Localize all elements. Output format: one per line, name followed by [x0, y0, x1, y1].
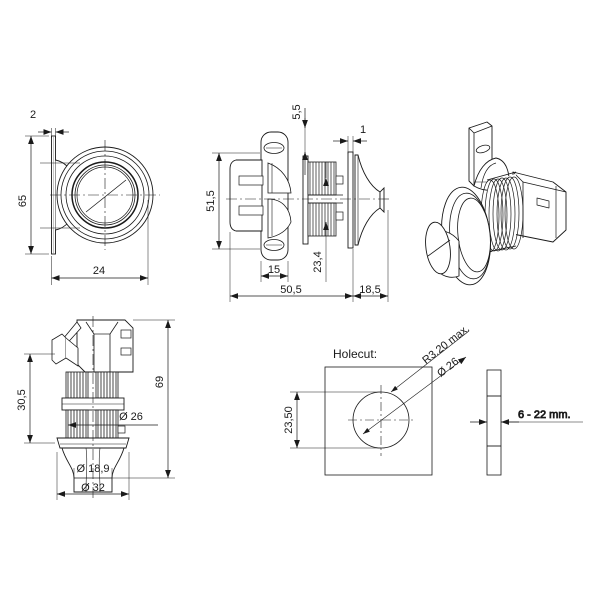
side-view-dimensions: 5,5 1 51,5 23,4 15	[205, 104, 389, 302]
holecut-title: Holecut:	[333, 347, 377, 361]
holecut-view	[324, 366, 433, 476]
dimension-total-length-text: 69	[154, 376, 166, 388]
bottom-view-thread-upper	[65, 371, 119, 399]
bottom-view-thread-lower	[65, 409, 126, 439]
side-view-knob	[354, 154, 385, 246]
dimension-thread-diameter: Ø 26	[68, 411, 158, 428]
bottom-view-flange-ring	[56, 437, 130, 449]
dimension-flange-diameter: 65	[17, 135, 49, 255]
dimension-cam-clearance: 30,5	[16, 353, 55, 444]
dimension-overall-depth: 24	[51, 200, 149, 285]
isometric-knob	[425, 221, 460, 278]
dimension-knob-outer-diameter: Ø 32	[56, 452, 130, 500]
dimension-cam-height: 51,5	[205, 152, 260, 250]
side-section-view	[226, 131, 392, 261]
front-view-extension-lines	[40, 162, 80, 229]
side-view-threaded-barrel	[302, 155, 344, 245]
isometric-view	[425, 121, 567, 286]
dimension-overall-depth-text: 24	[93, 265, 105, 277]
dimension-knob-inner-diameter: Ø 18,9	[73, 463, 113, 478]
dimension-knob-inner-diameter-text: Ø 18,9	[76, 463, 109, 475]
dimension-flange-diameter-text: 65	[17, 195, 29, 207]
bottom-view-cam-assembly	[51, 319, 134, 373]
side-view-washer-plate	[347, 151, 354, 249]
dimension-cam-plate-thickness-text: 1	[360, 124, 366, 136]
front-view-keyway	[85, 179, 127, 213]
side-view-housing	[229, 159, 264, 232]
dimension-thread-diameter-text: Ø 26	[119, 411, 143, 423]
dimension-knob-outer-diameter-text: Ø 32	[81, 482, 105, 494]
panel-thickness-outline	[486, 369, 502, 476]
dimension-knob-length: 18,5	[353, 210, 389, 302]
dimension-cam-width: 15	[260, 261, 289, 282]
dimension-flange-thickness-text: 2	[30, 109, 36, 121]
dimension-cam-offset-top-text: 5,5	[291, 104, 303, 119]
dimension-barrel-diameter-text: 23,4	[312, 251, 324, 272]
dimension-barrel-diameter: 23,4	[312, 162, 329, 282]
dimension-panel-thickness-range: 6 - 22 mm.	[470, 409, 583, 425]
dimension-body-length-text: 50,5	[280, 284, 301, 296]
dimension-holecut-edge-distance: 23,50	[283, 391, 381, 449]
front-view	[40, 135, 160, 255]
dimension-cam-plate-thickness: 1	[333, 124, 367, 154]
dimension-total-length: 69	[112, 319, 175, 479]
bottom-view-dimensions: 30,5 Ø 26 69 Ø 18,9 Ø 32	[16, 319, 175, 500]
side-view-mounting-plate	[260, 131, 289, 261]
bottom-view-collar-plate	[61, 397, 125, 411]
dimension-cam-offset-top: 5,5	[291, 104, 308, 175]
dimension-cam-height-text: 51,5	[205, 190, 217, 211]
side-view-cam-blade	[267, 162, 292, 239]
dimension-cam-clearance-text: 30,5	[16, 389, 28, 410]
dimension-flange-thickness: 2	[30, 109, 69, 138]
front-view-centerlines	[50, 140, 160, 250]
front-view-dimensions: 2 65 24	[17, 109, 149, 285]
dimension-panel-thickness-range-text: 6 - 22 mm.	[518, 409, 571, 421]
dimension-holecut-edge-distance-text: 23,50	[283, 406, 295, 434]
bottom-section-view	[51, 316, 134, 498]
dimension-cam-width-text: 15	[268, 264, 280, 276]
dimension-knob-length-text: 18,5	[359, 284, 380, 296]
panel-thickness-view: 6 - 22 mm.	[470, 369, 583, 476]
